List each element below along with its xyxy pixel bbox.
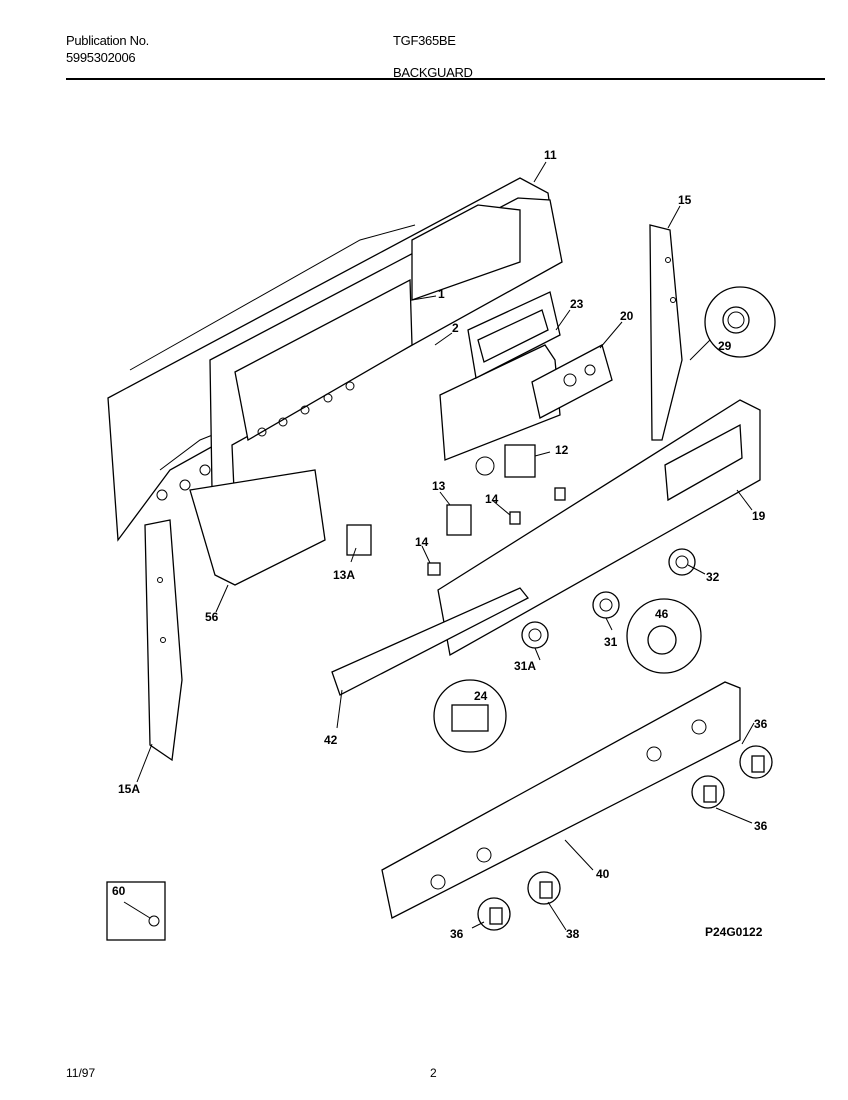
knob-31 (592, 591, 620, 619)
part-label-46: 46 (655, 607, 669, 621)
part-label-12: 12 (555, 443, 569, 457)
part-label-13: 13 (432, 479, 446, 493)
part-label-56: 56 (205, 610, 219, 624)
part-label-15: 15 (678, 193, 692, 207)
burner-knob-right-lower (691, 775, 725, 809)
publication-label: Publication No. (66, 33, 149, 48)
part-label-36-right-lower: 36 (754, 819, 768, 833)
clock-bezel (467, 291, 561, 379)
part-label-15a: 15A (118, 782, 140, 796)
part-label-36-right-upper: 36 (754, 717, 768, 731)
clock-timer (531, 344, 613, 419)
screw-callout (106, 881, 166, 941)
part-label-1: 1 (438, 287, 445, 301)
knob-callout (704, 286, 776, 358)
model-number: TGF365BE (393, 33, 456, 48)
part-label-31a: 31A (514, 659, 536, 673)
header-rule (66, 78, 825, 80)
right-side-bracket (649, 224, 683, 441)
part-label-14-lower: 14 (415, 535, 429, 549)
switch-13a (346, 524, 372, 556)
part-label-24: 24 (474, 689, 488, 703)
lower-rail (331, 587, 530, 696)
burner-knob-left-lower (477, 897, 511, 931)
part-label-11: 11 (544, 148, 557, 162)
knob-32 (668, 548, 696, 576)
part-label-36-left: 36 (450, 927, 464, 941)
knob-31a (521, 621, 549, 649)
part-label-23: 23 (570, 297, 584, 311)
burner-knob-right-upper (739, 745, 773, 779)
part-label-14-upper: 14 (485, 492, 499, 506)
manifold-panel (381, 681, 741, 919)
part-label-38: 38 (566, 927, 580, 941)
publication-number: 5995302006 (66, 50, 136, 65)
part-label-32: 32 (706, 570, 720, 584)
left-side-bracket (144, 519, 183, 762)
backguard-frame (209, 197, 563, 556)
part-label-29: 29 (718, 339, 732, 353)
terminal-14-lower (427, 562, 441, 576)
rocker-switch-callout (433, 679, 507, 753)
ignition-module (475, 444, 536, 478)
terminal-14-upper (509, 487, 566, 525)
switch-13 (446, 504, 472, 536)
page-number: 2 (430, 1066, 437, 1080)
part-label-60: 60 (112, 884, 126, 898)
burner-knob-38 (527, 871, 561, 905)
footer-date: 11/97 (66, 1066, 96, 1080)
part-label-2: 2 (452, 321, 459, 335)
part-label-20: 20 (620, 309, 634, 323)
part-label-42: 42 (324, 733, 338, 747)
support-bracket (189, 469, 326, 586)
section-title: BACKGUARD (393, 65, 473, 80)
part-label-31: 31 (604, 635, 618, 649)
part-label-40: 40 (596, 867, 610, 881)
part-label-13a: 13A (333, 568, 355, 582)
push-button-callout (626, 598, 702, 674)
leader-lines (136, 161, 755, 931)
part-labels: 11 1 2 23 20 15 29 12 13 14 14 13A 19 32… (112, 148, 768, 941)
part-label-19: 19 (752, 509, 766, 523)
drawing-code: P24G0122 (705, 925, 763, 939)
